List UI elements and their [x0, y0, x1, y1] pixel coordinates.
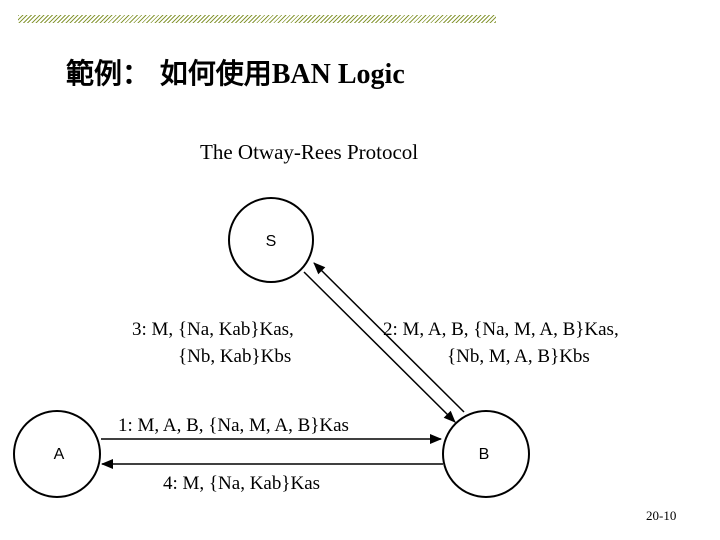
node-s-circle: [228, 197, 314, 283]
node-a-circle: [13, 410, 101, 498]
node-a-label: A: [54, 446, 65, 463]
diagram-subtitle: The Otway-Rees Protocol: [200, 140, 419, 164]
slide-title: 範例： 如何使用BAN Logic: [66, 52, 405, 92]
message-4: 4: M, {Na, Kab}Kas: [163, 473, 320, 494]
message-2-line-2: {Nb, M, A, B}Kbs: [447, 346, 590, 367]
message-1: 1: M, A, B, {Na, M, A, B}Kas: [118, 415, 349, 436]
node-b: B: [442, 410, 530, 498]
node-b-label: B: [479, 446, 490, 463]
decorative-hatch-bar: [18, 15, 496, 23]
node-s-label: S: [266, 233, 277, 250]
node-s: S: [228, 197, 314, 283]
node-a: A: [13, 410, 101, 498]
message-3-line-1: 3: M, {Na, Kab}Kas,: [132, 319, 294, 340]
arrow-s-to-b: [303, 271, 456, 423]
arrow-b-to-s: [313, 262, 465, 413]
title-latin: BAN Logic: [271, 59, 405, 90]
title-cjk: 範例： 如何使用: [66, 57, 272, 90]
node-b-circle: [442, 410, 530, 498]
message-3-line-2: {Nb, Kab}Kbs: [178, 346, 291, 367]
message-2-line-1: 2: M, A, B, {Na, M, A, B}Kas,: [383, 319, 619, 340]
page-number: 20-10: [646, 508, 677, 523]
